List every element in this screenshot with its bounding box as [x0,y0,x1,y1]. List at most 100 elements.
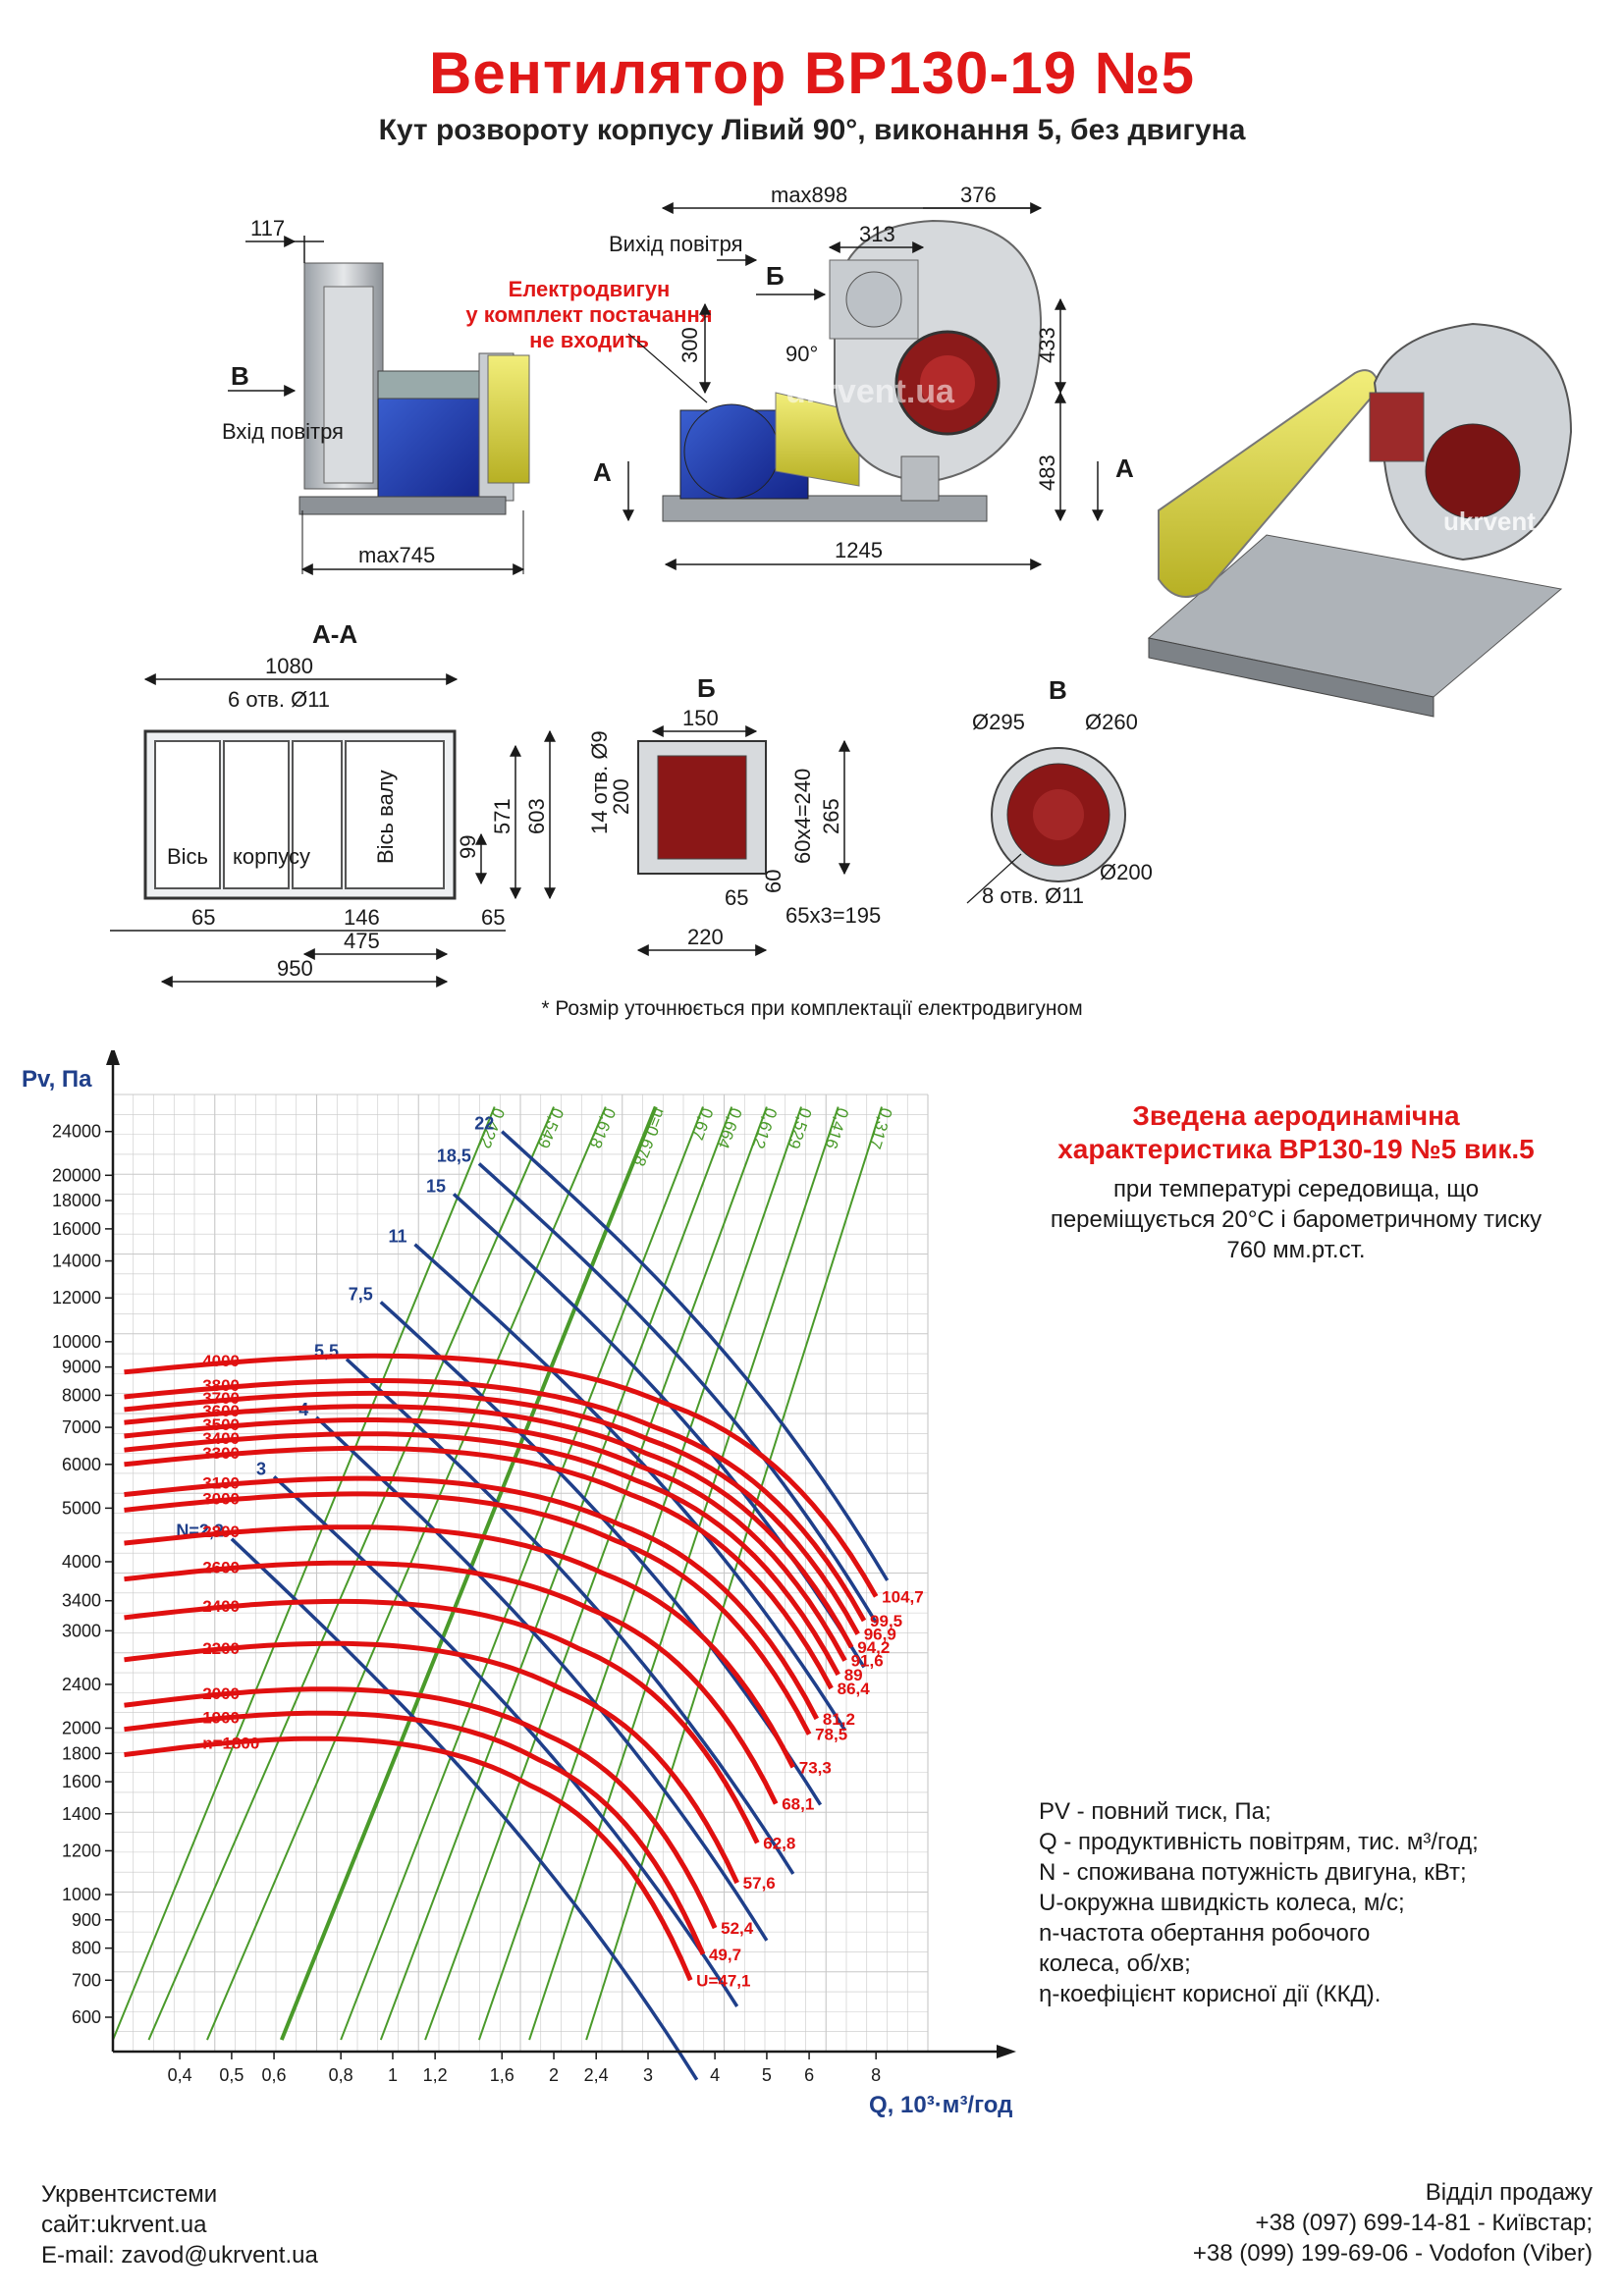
view-v-title: В [1049,675,1067,705]
aa-dim-603: 603 [524,798,549,834]
front-watermark: ukrvent.ua [785,373,955,410]
speed-curve-n-label: 3700 [202,1389,240,1408]
efficiency-label: n=0,678 [629,1105,670,1169]
company-email[interactable]: E-mail: zavod@ukrvent.ua [41,2242,318,2269]
aa-dim-1080: 1080 [265,654,313,678]
y-tick-label: 600 [72,2007,101,2027]
x-tick-label: 5 [762,2065,772,2085]
speed-curve-u-label: 52,4 [721,1919,754,1938]
view-b-title: Б [697,673,716,703]
speed-curve-u-label: 89 [844,1666,863,1684]
legend-item: η-коефіцієнт корисної дії (ККД). [1039,1981,1381,2007]
y-tick-label: 16000 [52,1219,101,1239]
x-tick-label: 0,8 [329,2065,353,2085]
dimension-note: * Розмір уточнюється при комплектації ел… [541,997,1083,1020]
power-curve-label: 18,5 [437,1146,471,1165]
power-curve-label: 22 [474,1114,494,1134]
sales-phone-1[interactable]: +38 (097) 699-14-81 - Київстар; [1255,2210,1593,2236]
speed-curve [124,1524,796,1769]
side-arrow-label: В [231,361,249,391]
speed-curve-n-label: 3800 [202,1376,240,1395]
efficiency-line [112,1106,496,2041]
speed-curve-u-label: 73,3 [799,1758,832,1777]
aa-dim-146: 146 [344,905,380,930]
y-tick-label: 1400 [62,1804,101,1824]
view-b-dim-265: 265 [819,798,843,834]
aa-axis-shaft: Вісь валу [373,770,398,864]
speed-curve-n-label: 3400 [202,1429,240,1448]
speed-curve [124,1404,854,1649]
power-curve-label: 3 [256,1459,266,1478]
page-subtitle: Кут розвороту корпусу Лівий 90°, виконан… [378,114,1246,146]
speed-curve [124,1686,718,1930]
front-outlet-label: Вихід повітря [609,232,743,256]
y-tick-label: 3400 [62,1591,101,1611]
efficiency-line [528,1106,839,2041]
y-tick-label: 1000 [62,1885,101,1904]
speed-curve-n-label: 2400 [202,1597,240,1616]
speed-curve-u-label: 86,4 [838,1680,871,1698]
speed-curve [124,1598,760,1844]
front-dim-313: 313 [859,222,895,246]
front-dim-bottom: 1245 [835,538,883,562]
view-b-dim-200: 200 [609,778,633,815]
legend: PV - повний тиск, Па; Q - продуктивність… [1039,1796,1589,2009]
chart-title: Зведена аеродинамічна характеристика ВР1… [992,1099,1600,1166]
motor-note-3: не входить [529,328,649,352]
x-tick-label: 8 [871,2065,881,2085]
company-site[interactable]: сайт:ukrvent.ua [41,2212,207,2238]
legend-item: Q - продуктивність повітрям, тис. м³/год… [1039,1829,1479,1855]
sales-phone-2[interactable]: +38 (099) 199-69-06 - Vodofon (Viber) [1192,2240,1593,2267]
speed-curve-n-label: 3300 [202,1444,240,1463]
power-curve [477,1162,878,1624]
sales-title: Відділ продажу [1425,2179,1593,2206]
drawings: 117 max745 В Вхід повітря max898 376 313… [110,183,1573,988]
y-tick-label: 9000 [62,1358,101,1377]
aa-dim-65b: 65 [481,905,505,930]
front-dim-top: max898 [771,183,847,207]
x-tick-label: 0,5 [219,2065,244,2085]
y-tick-label: 1800 [62,1743,101,1763]
page-title: Вентилятор ВР130-19 №5 [429,40,1195,106]
speed-curve-u-label: 81,2 [823,1710,855,1729]
y-tick-label: 800 [72,1939,101,1958]
view-b-holes: 14 отв. Ø9 [587,730,612,834]
efficiency-label: 0,67 [687,1105,717,1143]
speed-curve-u-label: 94,2 [857,1638,890,1657]
y-tick-label: 3000 [62,1621,101,1640]
power-curve-label: 15 [426,1176,446,1196]
y-axis-label: Pv, Па [22,1066,92,1093]
speed-curve-n-label: 2200 [202,1639,240,1658]
speed-curve-n-label: 3000 [202,1489,240,1508]
x-tick-label: 0,4 [168,2065,192,2085]
front-view: max898 376 313 Вихід повітря Б Електродв… [465,183,1134,570]
power-curve [345,1358,795,1875]
speed-curve-u-label: 78,5 [815,1726,847,1744]
speed-curve [124,1640,739,1885]
front-dim-300: 300 [677,327,702,363]
legend-item: n-частота обертання робочого [1039,1920,1371,1947]
view-v-d295: Ø295 [972,710,1025,734]
speed-curve [124,1735,693,1982]
legend-item: N - споживана потужність двигуна, кВт; [1039,1859,1467,1886]
front-arrow-b: Б [766,261,785,291]
speed-curve [124,1491,812,1735]
speed-curve [124,1353,879,1598]
efficiency-line [477,1106,803,2041]
efficiency-line [424,1106,768,2041]
motor-note-1: Електродвигун [509,277,671,301]
view-v-d260: Ø260 [1085,710,1138,734]
chart-title-line-1: Зведена аеродинамічна [1132,1100,1460,1131]
chart-desc-line-1: при температурі середовища, що [1112,1176,1480,1202]
y-tick-label: 4000 [62,1552,101,1572]
aa-dim-475: 475 [344,929,380,953]
chart-desc-line-3: 760 мм.рт.ст. [1226,1237,1366,1263]
speed-curve-u-label: 99,5 [870,1612,902,1630]
aa-dim-950: 950 [277,956,313,981]
side-view: 117 max745 В Вхід повітря [222,216,530,575]
section-aa-title: A-A [312,619,357,649]
view-b-dim-60x4: 60х4=240 [790,769,815,864]
